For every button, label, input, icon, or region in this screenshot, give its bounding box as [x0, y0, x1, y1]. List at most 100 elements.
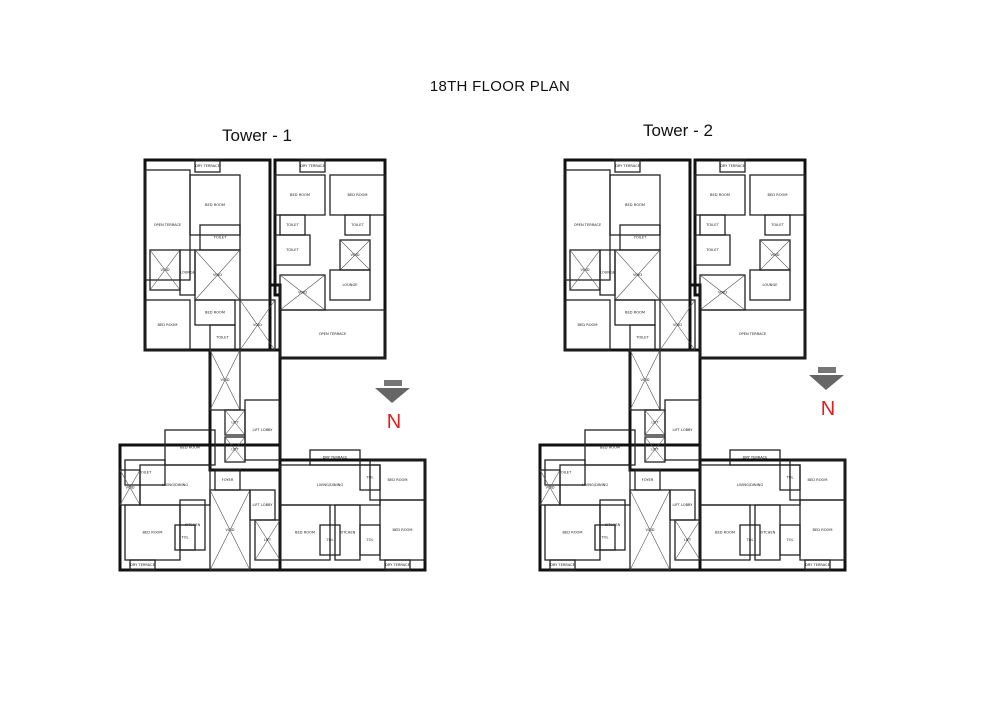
room-dry-terrace — [309, 449, 361, 466]
void-cross — [659, 299, 696, 351]
room-label: KITCHEN — [185, 523, 201, 527]
room-label: DRY TERRACE — [323, 456, 349, 460]
void-cross — [194, 249, 241, 301]
room-label: BED ROOM — [808, 478, 828, 482]
room-label: BED ROOM — [348, 193, 368, 197]
room-label: VOID — [633, 273, 642, 277]
room-label: TOL — [365, 538, 373, 542]
room-tol — [319, 524, 341, 556]
room-label: BED ROOM — [143, 531, 163, 535]
room-label: TOILET — [705, 223, 719, 227]
void-cross — [629, 349, 661, 411]
room-label: VOID — [220, 378, 229, 382]
room-label: TOL — [180, 536, 188, 540]
room-label: BED ROOM — [388, 478, 408, 482]
north-label: N — [387, 411, 401, 433]
room-label: BED ROOM — [205, 203, 225, 207]
room-label: OPEN TERRACE — [154, 223, 182, 227]
room-toilet — [344, 214, 371, 236]
room-label: LIFT LOBBY — [672, 503, 693, 507]
room-bed-room — [189, 174, 241, 236]
void-cross — [644, 409, 666, 436]
room-label: LIVING/DINING — [582, 483, 609, 487]
void-cross — [209, 349, 241, 411]
room-label: LOUNGE — [180, 271, 196, 275]
void-cross — [569, 249, 601, 291]
room-label: VOID — [125, 486, 134, 490]
room-label: LIVING/DINING — [737, 483, 764, 487]
room-label: VOID — [298, 291, 307, 295]
room-bed-room — [279, 504, 331, 561]
outer-wall — [698, 458, 847, 572]
room-tol — [739, 524, 761, 556]
void-cross — [629, 489, 671, 571]
room-dry-terrace — [194, 159, 221, 173]
room-label: VOID — [545, 486, 554, 490]
outer-wall — [118, 443, 282, 572]
outer-wall — [538, 443, 702, 572]
void-cross — [149, 249, 181, 291]
room-label: VOID — [640, 378, 649, 382]
room-label: DRY TERRACE — [195, 164, 221, 168]
room-label: VOID — [160, 268, 169, 272]
room-label: DRY TERRACE — [130, 563, 156, 567]
tower-2-title: Tower - 2 — [643, 121, 713, 140]
room-toilet — [274, 234, 311, 266]
room-toilet — [124, 459, 166, 486]
room-label: KITCHEN — [340, 531, 356, 535]
room-label: TOILET — [705, 248, 719, 252]
void-cross — [279, 274, 326, 311]
void-cross — [209, 489, 251, 571]
void-cross — [644, 436, 666, 463]
room-lift-lobby — [664, 399, 701, 461]
tower-2-plan: OPEN TERRACE BED ROOM DRY TERRACE TOILET VOI… — [538, 158, 847, 572]
room-lounge — [329, 269, 371, 301]
room-label: BED ROOM — [710, 193, 730, 197]
room-dry-terrace — [614, 159, 641, 173]
room-label: DRY TERRACE — [805, 563, 831, 567]
room-label: TOL — [325, 538, 333, 542]
room-label: DRY TERRACE — [300, 164, 326, 168]
room-label: LIFT LOBBY — [252, 428, 273, 432]
room-label: LIFT — [684, 538, 692, 542]
room-label: BED ROOM — [715, 531, 735, 535]
room-dry-terrace — [299, 159, 326, 173]
room-bed-room — [699, 504, 751, 561]
room-label: BED ROOM — [393, 528, 413, 532]
room-label: VOID — [225, 528, 234, 532]
north-arrow-tower-2: N — [809, 367, 844, 420]
room-label: DRY TERRACE — [385, 563, 411, 567]
room-label: TOILET — [633, 236, 647, 240]
room-label: KITCHEN — [760, 531, 776, 535]
room-label: BED ROOM — [180, 446, 200, 450]
void-cross — [539, 469, 561, 506]
room-bed-room — [564, 299, 611, 351]
outer-wall — [143, 158, 272, 352]
room-label: TOILET — [138, 471, 152, 475]
room-dry-terrace — [719, 159, 746, 173]
room-label: FOYER — [222, 478, 234, 482]
room-open-terrace — [279, 309, 386, 359]
room-label: LOUNGE — [600, 271, 616, 275]
outer-wall — [563, 158, 692, 352]
room-label: TOILET — [770, 223, 784, 227]
room-label: LIFT — [651, 421, 659, 425]
room-label: VOID — [350, 253, 359, 257]
room-label: DRY TERRACE — [550, 563, 576, 567]
room-label: DRY TERRACE — [720, 164, 746, 168]
room-label: LIFT — [651, 448, 659, 452]
north-label: N — [821, 398, 835, 420]
room-label: BED ROOM — [158, 323, 178, 327]
room-dry-terrace — [129, 559, 156, 571]
room-dry-terrace — [549, 559, 576, 571]
room-kitchen — [599, 499, 626, 551]
room-label: LIFT LOBBY — [672, 428, 693, 432]
room-void — [239, 299, 276, 351]
room-label: TOILET — [213, 236, 227, 240]
room-label: OPEN TERRACE — [739, 332, 767, 336]
room-dry-terrace — [729, 449, 781, 466]
room-tol — [779, 464, 801, 491]
room-label: BED ROOM — [563, 531, 583, 535]
room-toilet — [764, 214, 791, 236]
room-tol — [359, 464, 381, 491]
